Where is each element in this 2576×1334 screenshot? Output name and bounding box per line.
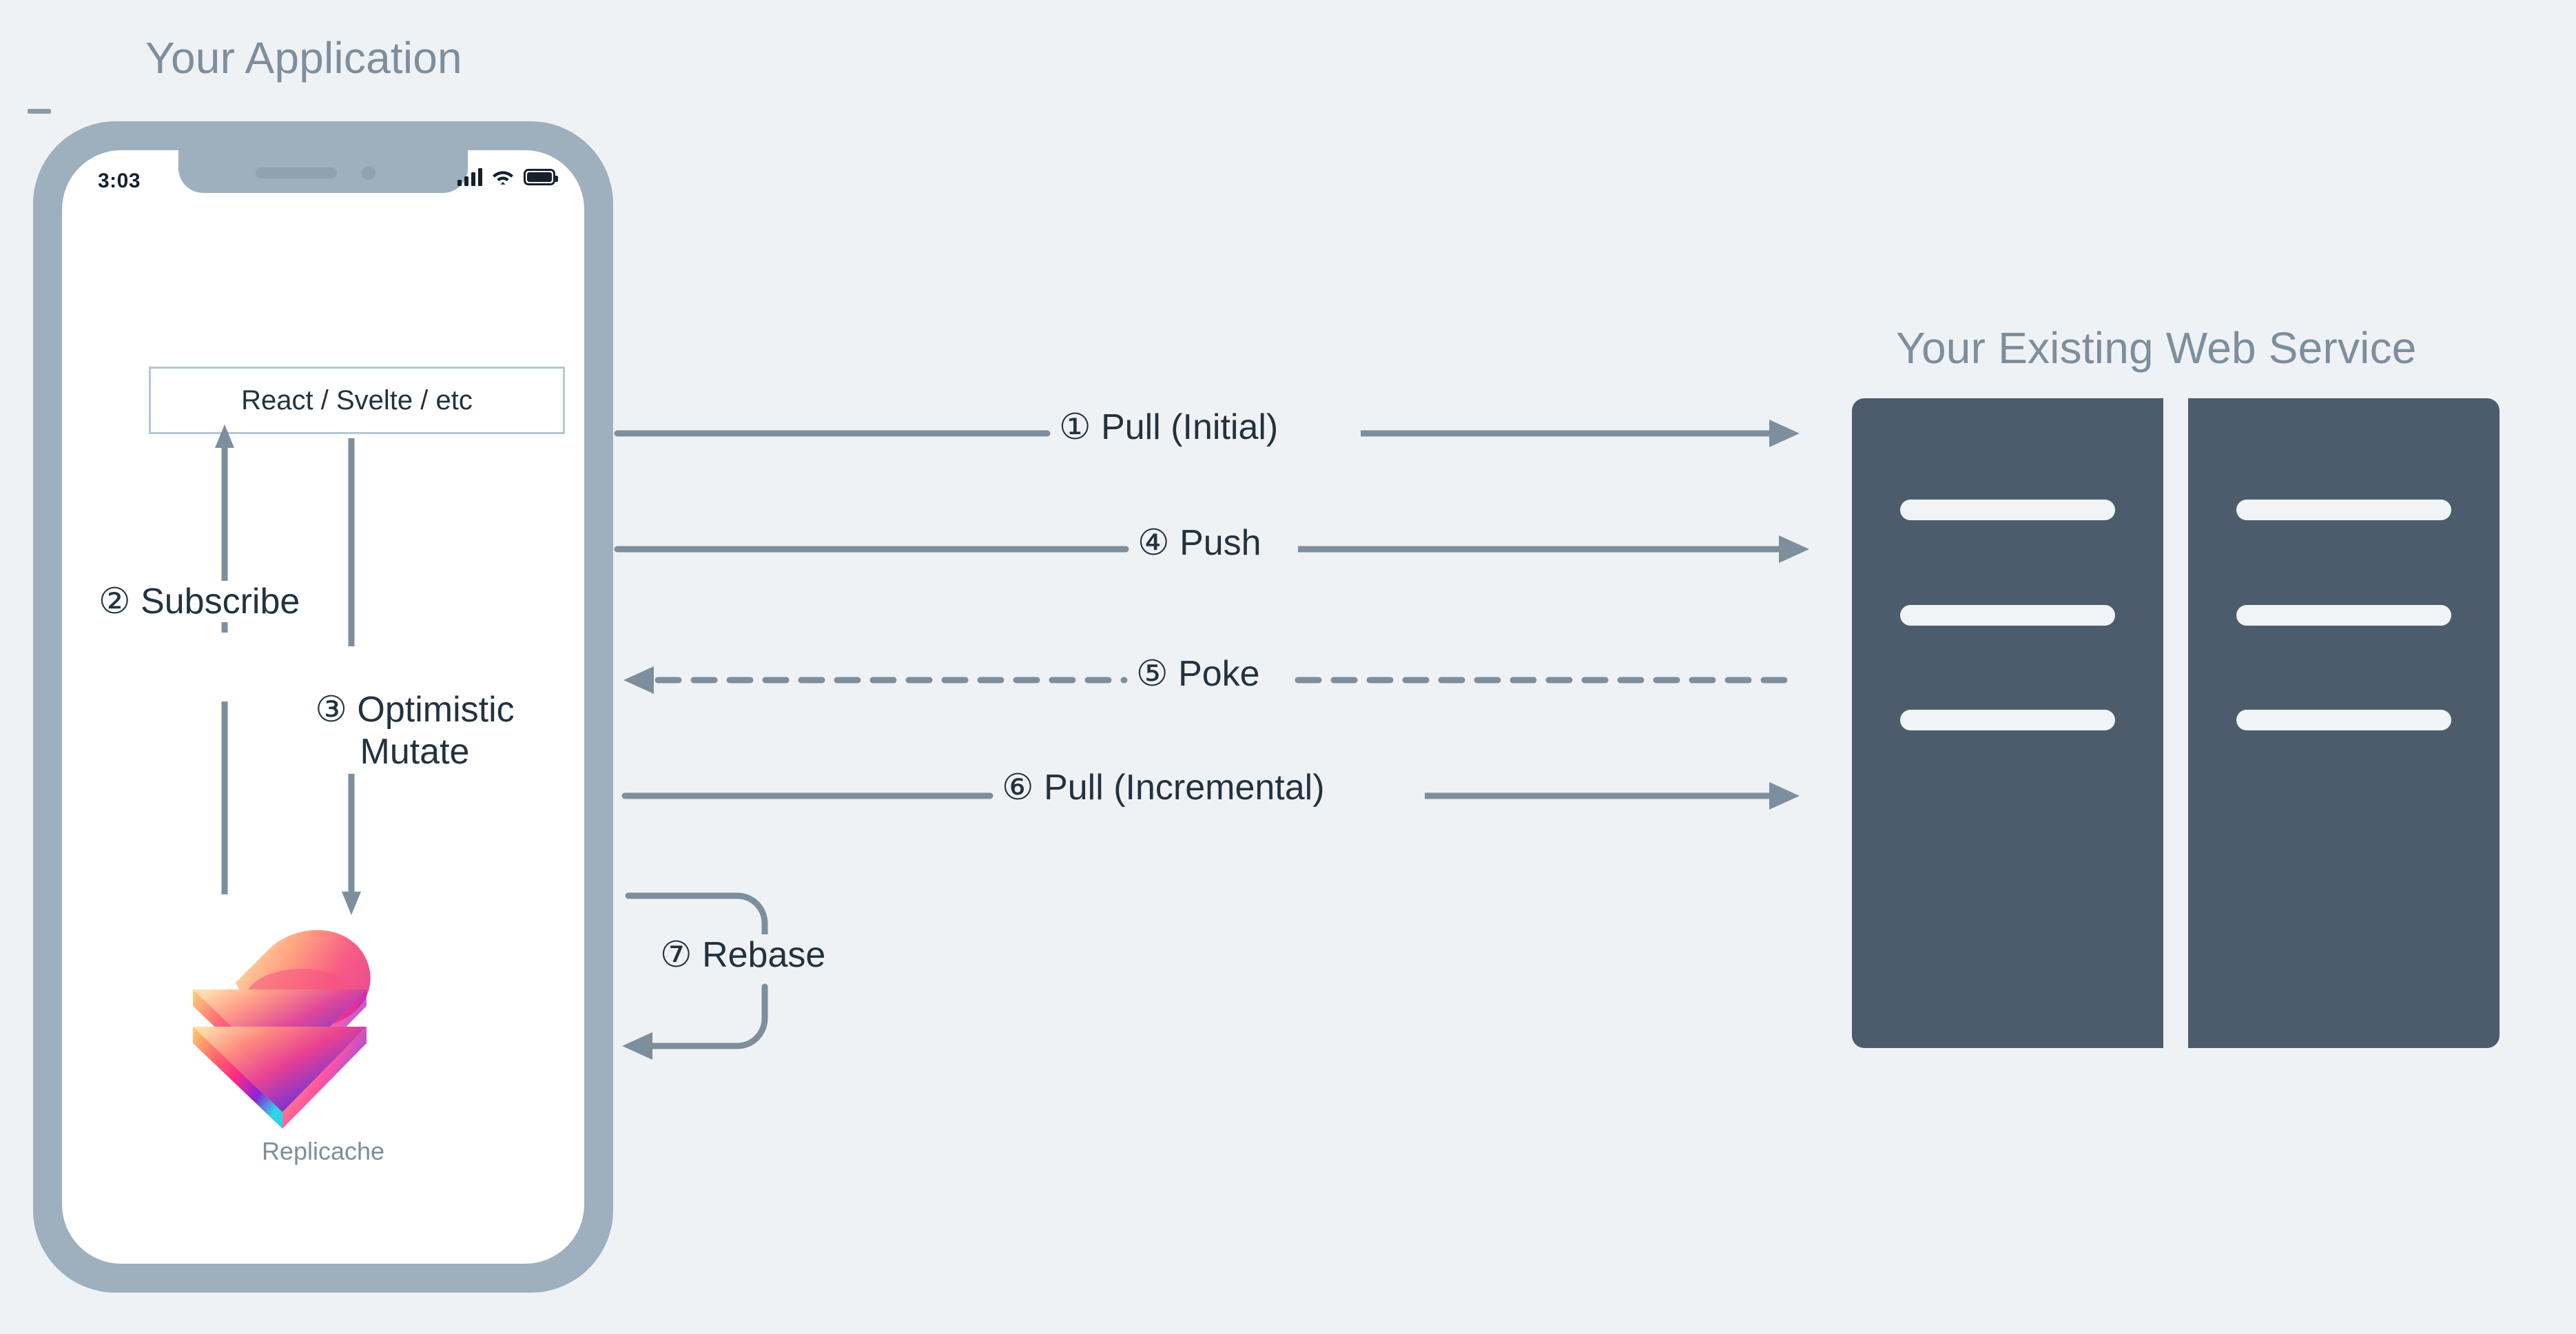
flow-label-subscribe: ② Subscribe bbox=[90, 581, 309, 622]
speaker-grill-icon bbox=[256, 167, 337, 178]
cellular-signal-icon bbox=[457, 168, 482, 186]
flow-label-rebase: ⑦ Rebase bbox=[652, 934, 834, 976]
status-bar-icons bbox=[457, 168, 558, 186]
page-title-your-application: Your Application bbox=[145, 33, 462, 83]
flow-label-pull-incremental: ⑥ Pull (Incremental) bbox=[993, 767, 1333, 808]
arrowhead-pull-initial bbox=[1769, 420, 1800, 447]
battery-full-icon bbox=[524, 169, 558, 185]
server-slot-bar bbox=[1900, 710, 2115, 730]
page-title-your-existing-web-service: Your Existing Web Service bbox=[1896, 323, 2417, 373]
flow-label-optimistic-mutate: ③ Optimistic Mutate bbox=[262, 689, 568, 774]
replicache-layers-logo bbox=[193, 930, 371, 1129]
arrowhead-pull-incremental bbox=[1769, 782, 1800, 810]
server-slot-bar bbox=[2236, 500, 2451, 520]
framework-box-label: React / Svelte / etc bbox=[241, 384, 473, 415]
server-group bbox=[1852, 398, 2500, 1048]
server-slot-bar bbox=[1900, 500, 2115, 520]
server-slot-bar bbox=[2236, 710, 2451, 730]
wire-rebase-bottom bbox=[648, 983, 768, 1049]
arrowhead-push bbox=[1779, 535, 1809, 563]
arrowhead-rebase bbox=[622, 1032, 652, 1060]
server-slot-bar bbox=[2236, 605, 2451, 626]
server-rack-left bbox=[1852, 398, 2163, 1048]
decorative-dash bbox=[28, 109, 51, 114]
phone-notch bbox=[178, 150, 468, 193]
server-rack-right bbox=[2188, 398, 2500, 1048]
front-camera-icon bbox=[362, 166, 375, 180]
flow-label-push: ④ Push bbox=[1129, 522, 1270, 564]
replicache-caption: Replicache bbox=[261, 1137, 385, 1165]
flow-label-poke: ⑤ Poke bbox=[1128, 653, 1268, 695]
flow-label-pull-initial: ① Pull (Initial) bbox=[1051, 407, 1287, 448]
framework-box: React / Svelte / etc bbox=[149, 367, 565, 434]
server-slot-bar bbox=[1900, 605, 2115, 626]
status-bar-time: 3:03 bbox=[98, 170, 141, 192]
arrowhead-poke bbox=[624, 666, 654, 694]
wifi-icon bbox=[493, 171, 513, 185]
